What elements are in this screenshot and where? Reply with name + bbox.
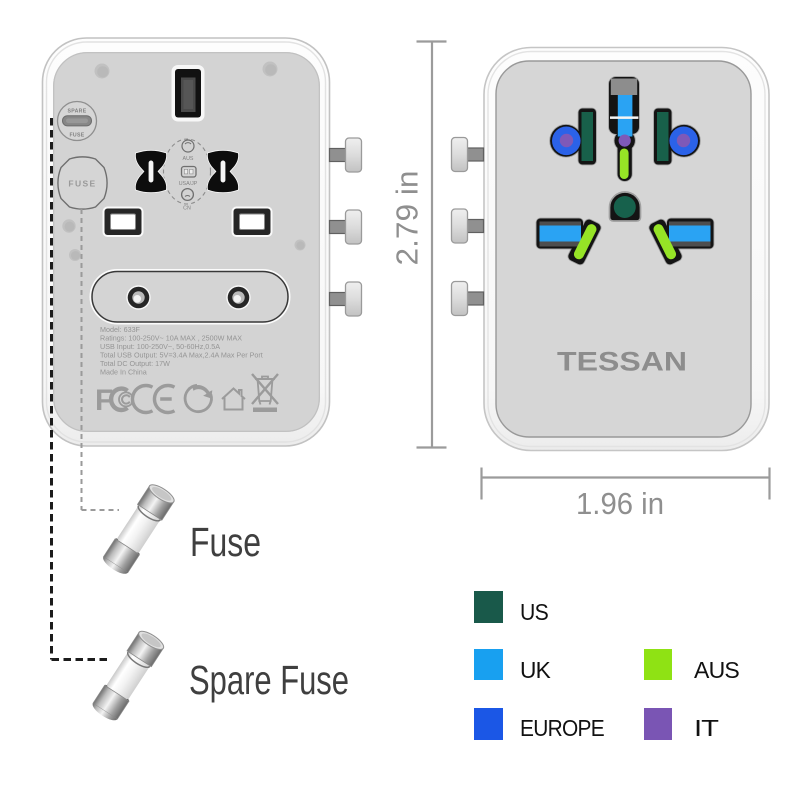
svg-text:Model: 633F: Model: 633F	[100, 325, 141, 334]
svg-text:SPARE: SPARE	[68, 109, 87, 115]
svg-text:Total DC Output: 17W: Total DC Output: 17W	[100, 359, 170, 368]
svg-text:Fuse: Fuse	[190, 519, 261, 565]
svg-text:UK: UK	[520, 657, 551, 683]
svg-text:IT: IT	[694, 715, 719, 741]
svg-text:Spare Fuse: Spare Fuse	[189, 657, 349, 703]
svg-text:CN: CN	[183, 206, 191, 212]
svg-text:USB Input: 100-250V~, 50-60Hz,: USB Input: 100-250V~, 50-60Hz,0.5A	[100, 342, 220, 351]
svg-text:Ratings: 100-250V~ 10A MAX , 2: Ratings: 100-250V~ 10A MAX , 2500W MAX	[100, 334, 242, 343]
svg-text:FUSE: FUSE	[68, 179, 96, 189]
svg-text:Made In China: Made In China	[100, 368, 147, 377]
svg-text:AUS: AUS	[183, 156, 194, 162]
svg-text:F: F	[95, 384, 113, 417]
svg-text:US: US	[520, 599, 548, 625]
svg-text:Total USB Output: 5V=3.4A Max,: Total USB Output: 5V=3.4A Max,2.4A Max P…	[100, 351, 263, 360]
svg-text:EUROPE: EUROPE	[520, 715, 604, 741]
svg-text:TESSAN: TESSAN	[557, 347, 687, 377]
svg-text:1.96 in: 1.96 in	[576, 486, 664, 521]
svg-text:FUSE: FUSE	[69, 133, 84, 139]
svg-text:USA/JP: USA/JP	[179, 181, 198, 187]
svg-text:AUS: AUS	[694, 657, 739, 683]
svg-text:2.79 in: 2.79 in	[390, 171, 425, 266]
